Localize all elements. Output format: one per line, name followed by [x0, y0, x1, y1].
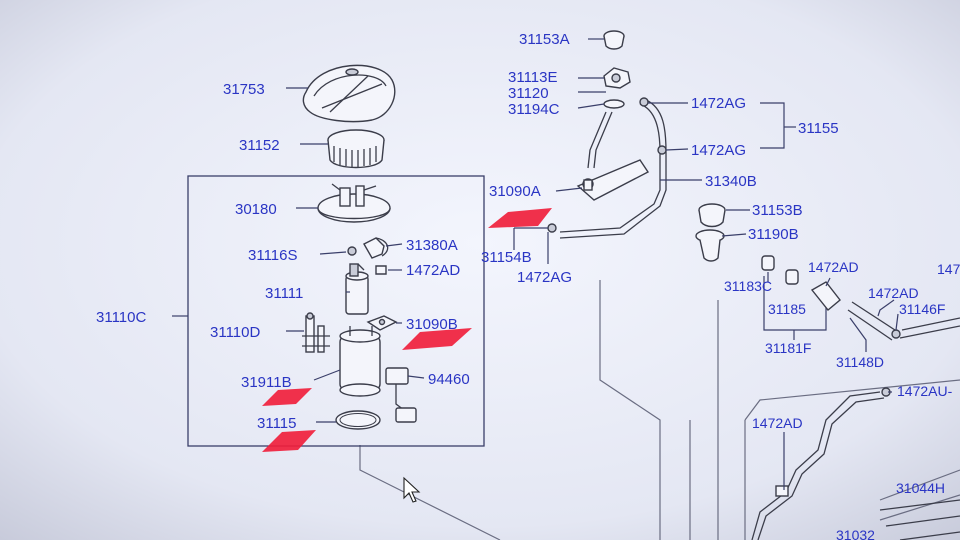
label-30180: 30180: [235, 201, 277, 218]
highlight-marks: [262, 208, 552, 452]
highlight-31154b: [488, 208, 552, 228]
label-31911b: 31911B: [241, 374, 292, 391]
label-31110d: 31110D: [210, 324, 260, 341]
label-1472ag-mid: 1472AG: [691, 142, 746, 159]
hose-31146f: [847, 301, 960, 341]
label-1472ad-bottom: 1472AD: [752, 415, 803, 431]
label-31032: 31032: [836, 527, 875, 540]
part-31911b-filter: [339, 326, 381, 397]
label-94460: 94460: [428, 371, 470, 388]
label-31154b: 31154B: [481, 249, 532, 266]
assembly-box-31110c: [187, 175, 485, 447]
label-31181f: 31181F: [765, 340, 811, 356]
label-31152: 31152: [239, 137, 280, 154]
label-31340b: 31340B: [705, 173, 757, 190]
part-30180-flange: [317, 183, 391, 223]
label-1472ad-far: 1472AD: [868, 285, 919, 301]
part-31090a-bracket: [576, 159, 650, 201]
hose-vent-line: [559, 97, 667, 239]
label-31190b: 31190B: [748, 226, 799, 243]
part-31152-ring: [327, 129, 385, 169]
part-31153a-cap: [603, 30, 625, 50]
part-31153b-cap: [698, 203, 726, 228]
part-31110d-bracket: [302, 312, 330, 353]
part-31190b-filler: [695, 229, 725, 262]
label-31753: 31753: [223, 81, 265, 98]
part-31183c-connector: [761, 255, 827, 331]
label-1472au: 1472AU-: [897, 383, 953, 399]
part-labels: 31753 31152 30180 31116S 31380A 1472AD 3…: [96, 31, 960, 540]
part-31753-cover: [302, 64, 396, 123]
label-147-partial: 147: [937, 261, 960, 277]
label-31148d: 31148D: [836, 354, 884, 370]
mouse-pointer-icon: [403, 476, 421, 503]
label-31183c: 31183C: [724, 278, 772, 294]
part-31044h-tube: [879, 499, 960, 540]
part-31154b-clip: [547, 223, 557, 233]
label-31153a: 31153A: [519, 31, 570, 48]
part-1472ad-clip: [375, 265, 387, 275]
part-31116s-nut: [347, 246, 357, 256]
part-31113e-valve: [603, 67, 631, 109]
label-31090b: 31090B: [406, 316, 458, 333]
label-1472ad-right: 1472AD: [808, 259, 859, 275]
label-31185: 31185: [768, 301, 806, 317]
label-31116s: 31116S: [248, 247, 298, 264]
part-31111-pump: [345, 263, 369, 315]
label-31146f: 31146F: [899, 301, 945, 317]
label-31155: 31155: [798, 120, 839, 137]
label-31115: 31115: [257, 415, 297, 432]
label-31120: 31120: [508, 85, 549, 102]
label-31194c: 31194C: [508, 101, 560, 118]
part-1472ad-hose-clamp: [810, 281, 841, 311]
highlight-31090b: [402, 328, 472, 350]
part-31090b-filter-clip: [366, 315, 398, 331]
label-31111: 31111: [265, 285, 303, 302]
leader-lines: [172, 38, 899, 490]
highlight-31115: [262, 430, 316, 452]
part-94460-sender: [385, 367, 417, 423]
label-1472ad-inner: 1472AD: [406, 262, 460, 279]
vehicle-outline: [359, 280, 960, 540]
label-31044h: 31044H: [896, 480, 945, 496]
label-1472ag-top: 1472AG: [691, 95, 746, 112]
label-1472ag-low: 1472AG: [517, 269, 572, 286]
label-31153b: 31153B: [752, 202, 803, 219]
label-31110c: 31110C: [96, 309, 146, 326]
label-31380a: 31380A: [406, 237, 458, 254]
label-31113e: 31113E: [508, 69, 558, 86]
part-31115-oring: [335, 410, 381, 430]
label-31090a: 31090A: [489, 183, 541, 200]
highlight-31911b: [262, 388, 312, 406]
